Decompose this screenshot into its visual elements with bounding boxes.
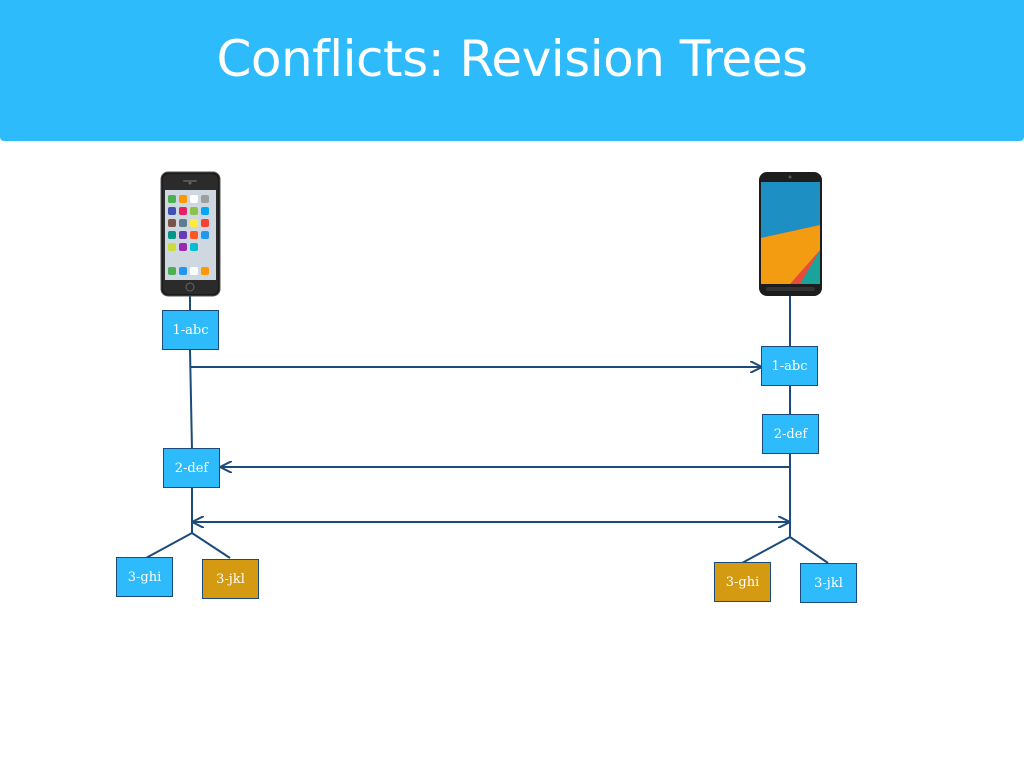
right-rev-3b-node: 3-jkl	[800, 563, 857, 603]
left-rev-1-node: 1-abc	[162, 310, 219, 350]
title-bar: Conflicts: Revision Trees	[0, 0, 1024, 141]
left-fork-line	[191, 532, 231, 559]
android-phone-icon	[759, 172, 822, 296]
left-fork-line	[145, 532, 193, 559]
iphone-icon	[160, 171, 221, 297]
left-rev-3a-node: 3-ghi	[116, 557, 173, 597]
right-rev-2-node: 2-def	[762, 414, 819, 454]
right-rev-1-node: 1-abc	[761, 346, 818, 386]
right-fork-line	[789, 536, 829, 564]
slide-title: Conflicts: Revision Trees	[216, 30, 808, 88]
left-trunk-line	[189, 349, 193, 451]
left-rev-3b-node: 3-jkl	[202, 559, 259, 599]
right-fork-line	[741, 536, 791, 564]
left-rev-2-node: 2-def	[163, 448, 220, 488]
right-rev-3a-node: 3-ghi	[714, 562, 771, 602]
